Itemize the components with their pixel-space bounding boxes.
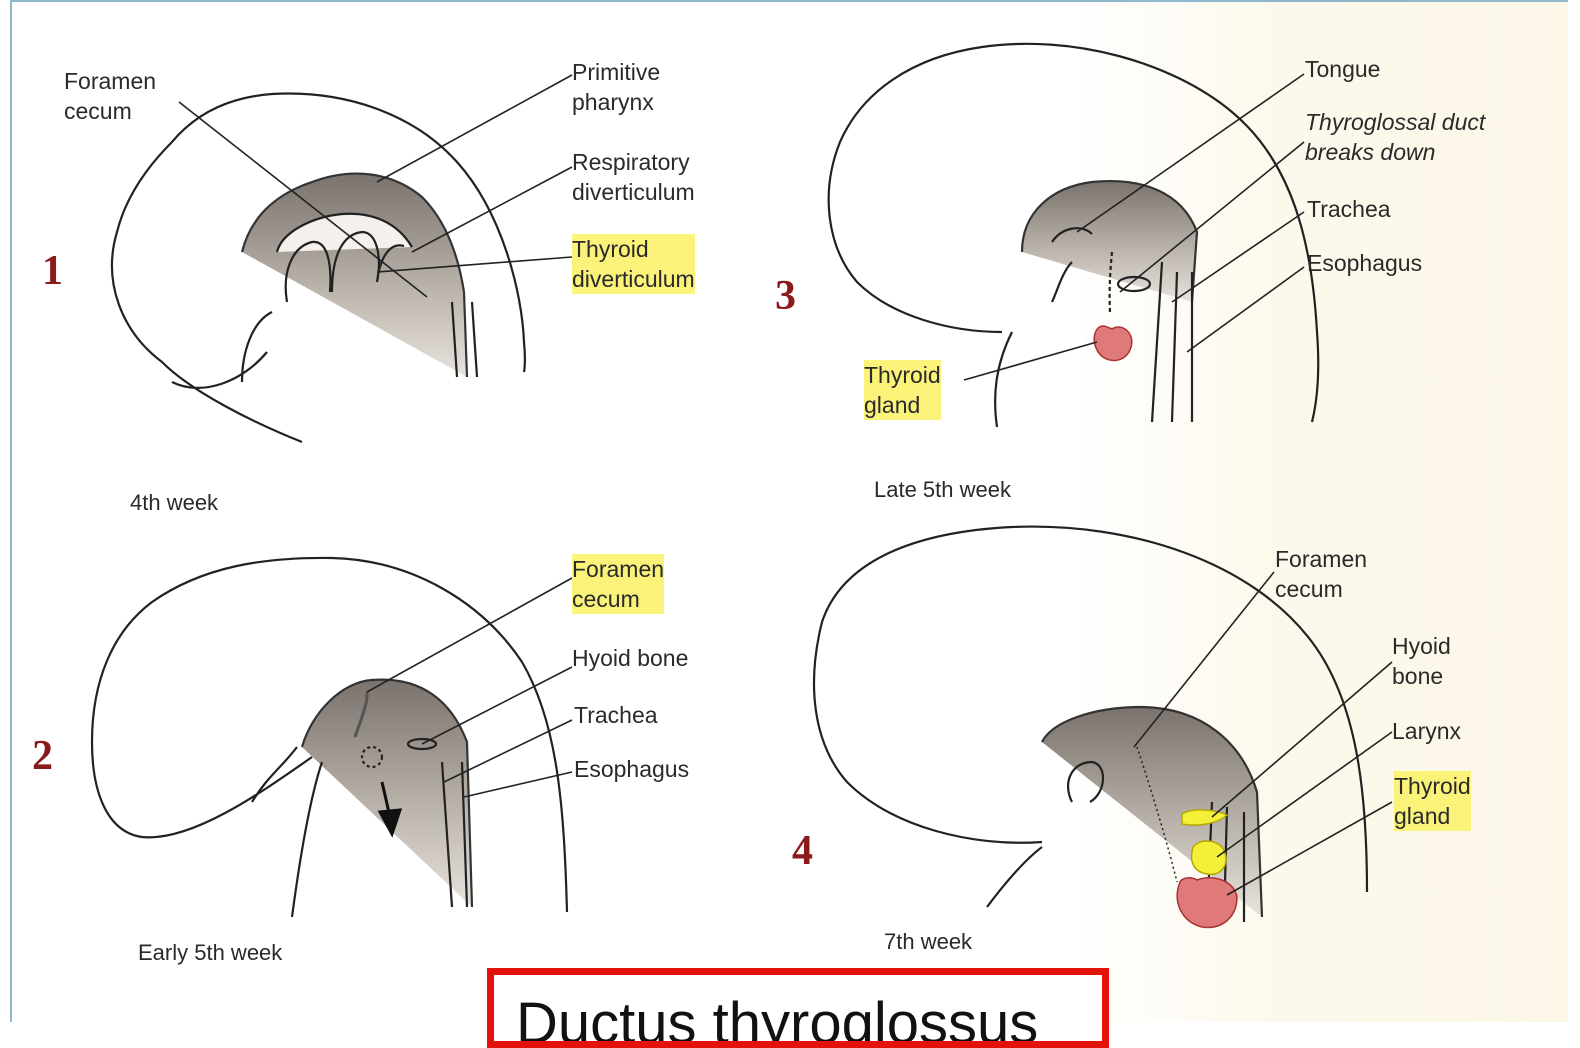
label-thyroid-gland-4: Thyroid gland bbox=[1394, 771, 1471, 831]
label-foramen-cecum-1: Foramen cecum bbox=[64, 66, 156, 126]
panel-3-thyroid bbox=[1094, 326, 1132, 360]
label-tongue: Tongue bbox=[1305, 54, 1380, 84]
label-thyroglossal-duct: Thyroglossal duct breaks down bbox=[1305, 107, 1485, 167]
label-primitive-pharynx: Primitive pharynx bbox=[572, 57, 660, 117]
label-trachea-2: Trachea bbox=[574, 700, 658, 730]
label-foramen-cecum-2: Foramen cecum bbox=[572, 554, 664, 614]
panel-3-number: 3 bbox=[775, 272, 796, 320]
title-box: Ductus thyroglossus bbox=[487, 968, 1109, 1048]
label-hyoid-bone-2: Hyoid bone bbox=[572, 643, 688, 673]
panel-2-drawing bbox=[92, 558, 567, 917]
figure-frame: 1 2 3 4 4th week Early 5th week Late 5th… bbox=[10, 0, 1568, 1022]
panel-4-number: 4 bbox=[792, 827, 813, 875]
title-text: Ductus thyroglossus bbox=[516, 989, 1038, 1048]
label-larynx: Larynx bbox=[1392, 716, 1461, 746]
panel-4-caption: 7th week bbox=[884, 929, 972, 955]
panel-2-number: 2 bbox=[32, 732, 53, 780]
panel-2-caption: Early 5th week bbox=[138, 940, 282, 966]
label-hyoid-bone-4: Hyoid bone bbox=[1392, 631, 1451, 691]
label-thyroid-gland-3: Thyroid gland bbox=[864, 360, 941, 420]
panel-1-number: 1 bbox=[42, 247, 63, 295]
panel-1-drawing bbox=[112, 94, 525, 442]
label-trachea-3: Trachea bbox=[1307, 194, 1391, 224]
label-thyroid-diverticulum: Thyroid diverticulum bbox=[572, 234, 695, 294]
label-foramen-cecum-4: Foramen cecum bbox=[1275, 544, 1367, 604]
panel-1-caption: 4th week bbox=[130, 490, 218, 516]
label-esophagus-3: Esophagus bbox=[1307, 248, 1422, 278]
panel-3-caption: Late 5th week bbox=[874, 477, 1011, 503]
label-respiratory-diverticulum: Respiratory diverticulum bbox=[572, 147, 695, 207]
label-esophagus-2: Esophagus bbox=[574, 754, 689, 784]
